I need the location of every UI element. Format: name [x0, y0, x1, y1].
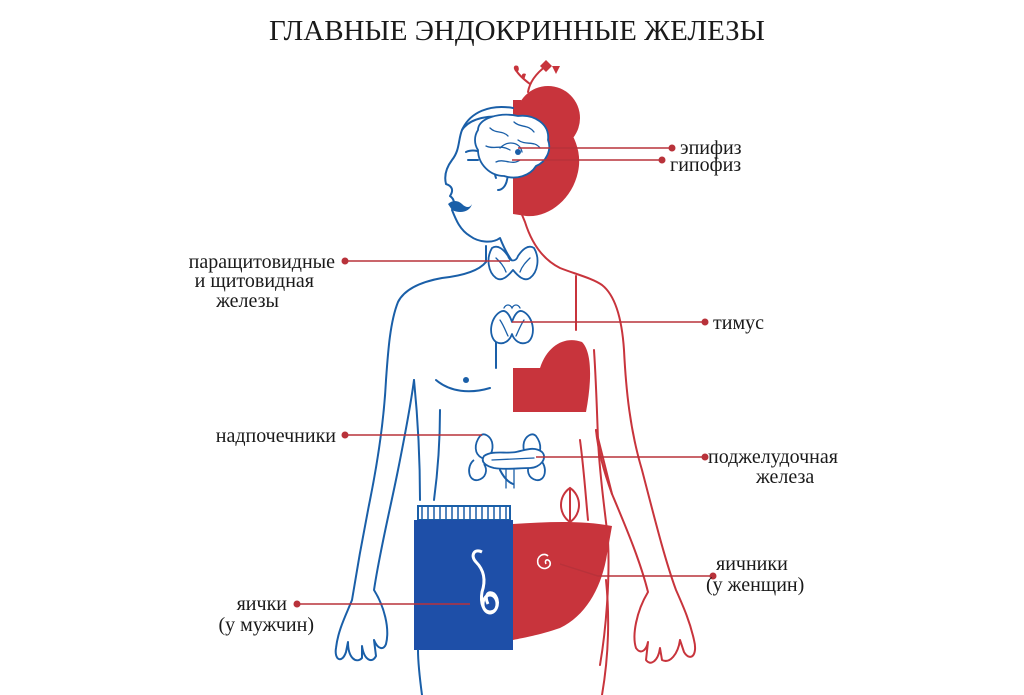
mustache-icon [448, 201, 472, 212]
adrenal-pancreas-icon [468, 433, 546, 489]
label-pancreas-line2: железа [755, 466, 814, 488]
label-epiphysis: эпифиз [680, 137, 742, 159]
brain-icon [474, 113, 551, 179]
flower-icon [513, 60, 560, 93]
label-thyroid-line2: и щитовидная [195, 270, 314, 292]
hair-part [513, 100, 521, 120]
female-underwear [513, 522, 612, 640]
label-hypophysis: гипофиз [670, 154, 741, 176]
female-chest [513, 340, 591, 412]
label-pancreas-line1: поджелудочная [708, 446, 838, 468]
thymus-icon [490, 304, 534, 345]
label-adrenals: надпочечники [216, 425, 337, 447]
label-testes-line2: (у мужчин) [219, 614, 315, 636]
male-shorts [414, 520, 513, 650]
label-ovaries-line1: яичники [716, 553, 788, 575]
waistband-stripes [421, 506, 507, 520]
label-ovaries-line2: (у женщин) [706, 574, 804, 596]
label-testes-line1: яички [237, 593, 288, 615]
male-half [334, 106, 514, 695]
leaf-icon [560, 486, 580, 525]
leader-lines [293, 144, 717, 608]
label-thymus: тимус [713, 312, 764, 334]
label-thyroid-line1: паращитовидные [189, 251, 336, 273]
thyroid-icon [487, 245, 539, 281]
page-title: ГЛАВНЫЕ ЭНДОКРИННЫЕ ЖЕЛЕЗЫ [269, 15, 765, 47]
label-thyroid-line3: железы [215, 290, 279, 312]
nipple-icon [463, 377, 469, 383]
ovary-shape [536, 553, 552, 570]
